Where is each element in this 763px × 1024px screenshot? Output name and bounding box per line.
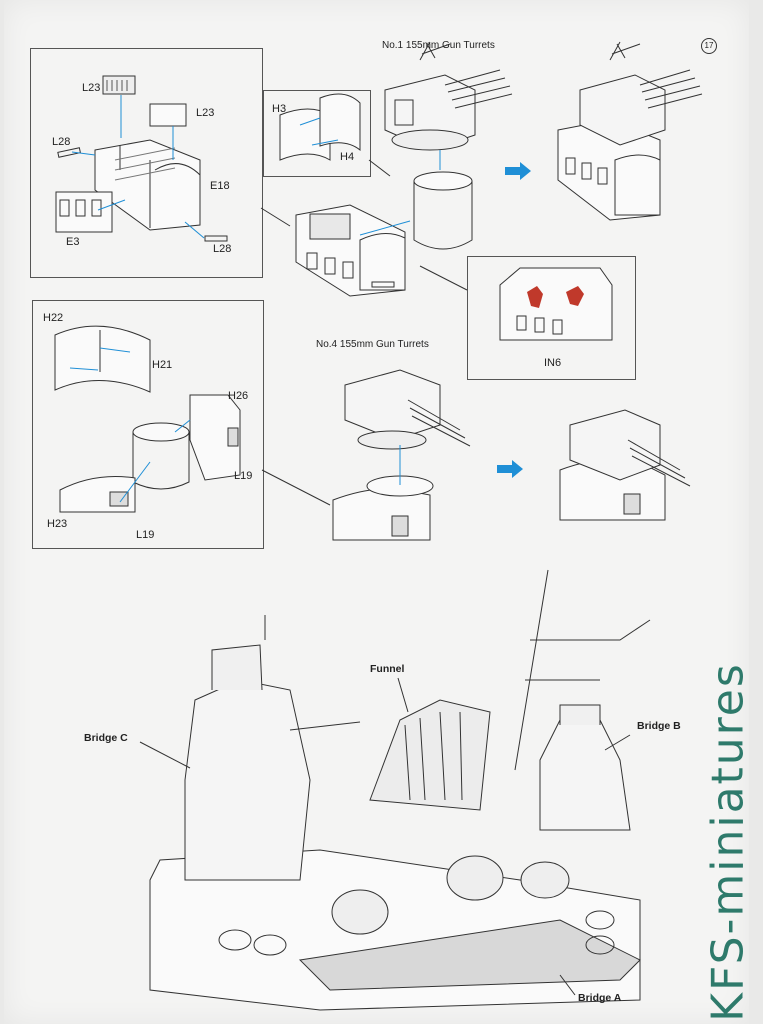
label-l28-a: L28 xyxy=(52,136,71,148)
label-h22: H22 xyxy=(43,312,64,324)
label-h3: H3 xyxy=(272,103,287,115)
label-l23-a: L23 xyxy=(82,82,101,94)
watermark: KFS-miniatures xyxy=(698,662,758,1022)
label-bridge-c: Bridge C xyxy=(84,732,128,744)
label-bridge-a: Bridge A xyxy=(578,992,622,1004)
label-bridge-b: Bridge B xyxy=(637,720,681,732)
label-funnel: Funnel xyxy=(370,663,405,675)
label-l19-b: L19 xyxy=(136,529,155,541)
label-h4: H4 xyxy=(340,151,355,163)
direction-arrows xyxy=(497,162,531,478)
label-h21: H21 xyxy=(152,359,173,371)
page-number: 17 xyxy=(701,38,717,54)
parts-callout-box-h3-h4 xyxy=(263,90,371,177)
label-h23: H23 xyxy=(47,518,68,530)
label-e18: E18 xyxy=(210,180,230,192)
label-l28-b: L28 xyxy=(213,243,232,255)
parts-callout-box-top xyxy=(30,48,263,278)
label-l19-a: L19 xyxy=(234,470,253,482)
turret1-title: No.1 155mm Gun Turrets xyxy=(382,40,495,51)
label-e3: E3 xyxy=(66,236,80,248)
parts-callout-box-in6 xyxy=(467,256,636,380)
label-l23-b: L23 xyxy=(196,107,215,119)
turret4-title: No.4 155mm Gun Turrets xyxy=(316,339,429,350)
label-h26: H26 xyxy=(228,390,249,402)
watermark-text: KFS-miniatures xyxy=(702,662,754,1022)
label-in6: IN6 xyxy=(544,357,562,369)
parts-callout-box-middle xyxy=(32,300,264,549)
